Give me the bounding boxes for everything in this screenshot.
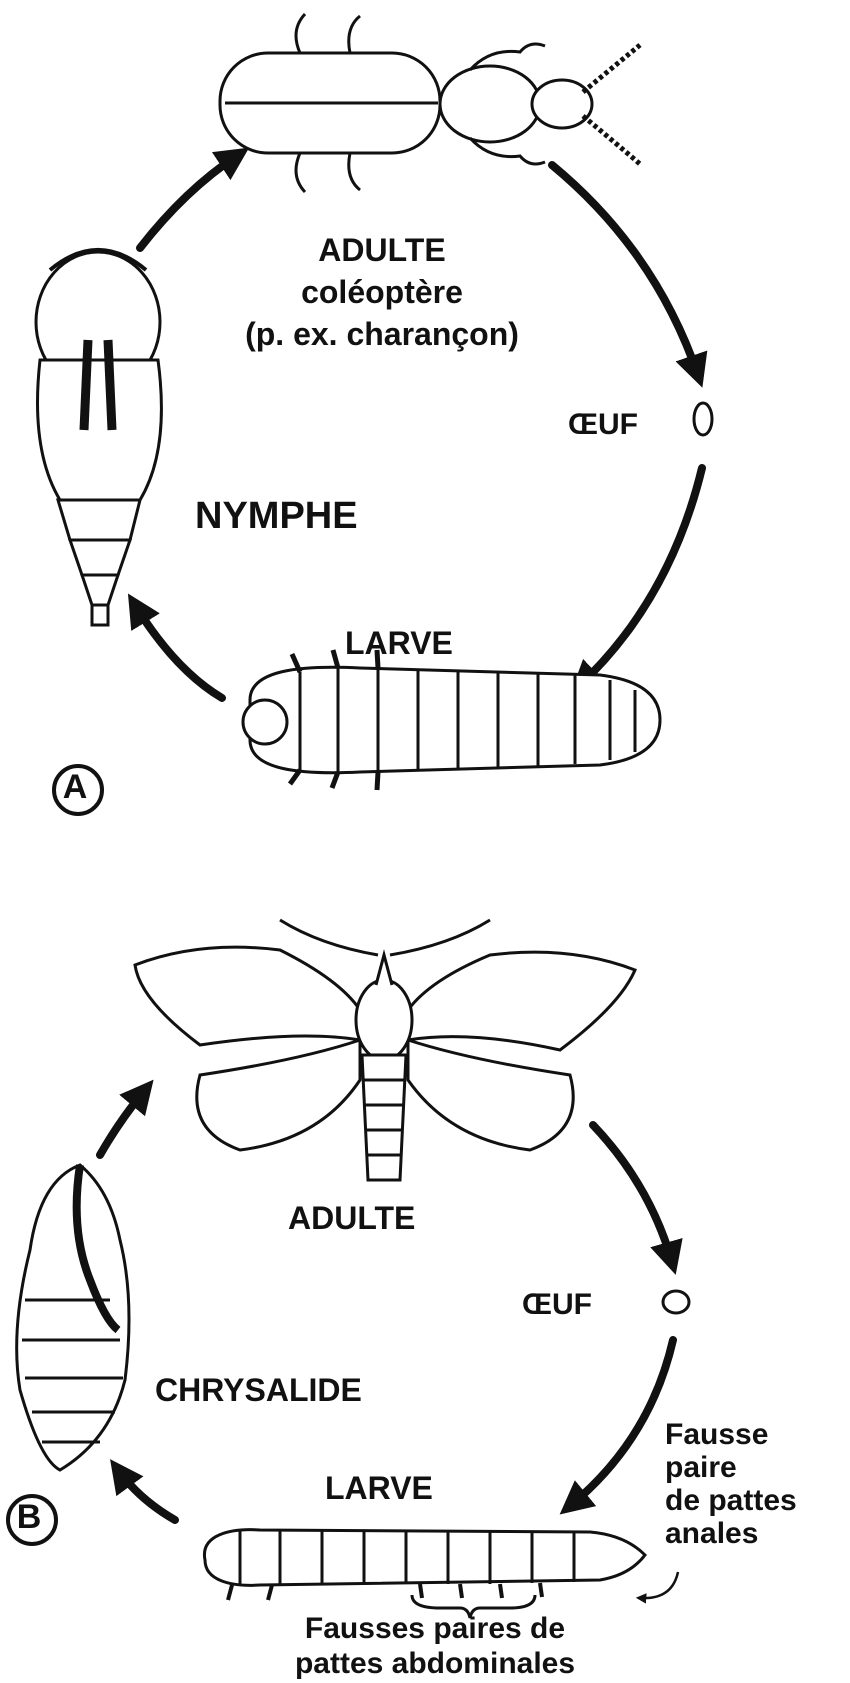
label-pupa-b: CHRYSALIDE	[155, 1372, 362, 1409]
caterpillar-icon	[204, 1530, 645, 1600]
arrow-adult-to-egg-a	[552, 165, 698, 375]
label-anal-prolegs-line-2: paire	[665, 1451, 797, 1484]
label-beetle-example: (p. ex. charançon)	[192, 316, 572, 353]
label-anal-prolegs: Fausse paire de pattes anales	[665, 1418, 797, 1550]
arrow-egg-to-larva-b	[570, 1340, 673, 1506]
moth-adult-icon	[135, 920, 635, 1180]
panel-a-letter: A	[53, 765, 97, 809]
label-anal-prolegs-line-1: Fausse	[665, 1418, 797, 1451]
label-anal-prolegs-line-4: anales	[665, 1517, 797, 1550]
beetle-pupa-icon	[36, 250, 161, 625]
arrow-egg-to-larva-a	[580, 468, 702, 685]
label-larva-a: LARVE	[345, 625, 453, 662]
beetle-egg-icon	[694, 403, 712, 435]
panel-b-letter: B	[7, 1495, 51, 1539]
label-abdominal-prolegs-line-2: pattes abdominales	[215, 1647, 655, 1682]
arrow-pupa-to-adult-a	[140, 155, 238, 248]
anal-prolegs-pointer	[640, 1572, 678, 1598]
label-egg-b: ŒUF	[522, 1288, 592, 1323]
chrysalis-icon	[17, 1165, 129, 1470]
arrow-pupa-to-adult-b	[100, 1090, 145, 1155]
label-anal-prolegs-line-3: de pattes	[665, 1484, 797, 1517]
arrow-larva-to-pupa-b	[118, 1470, 175, 1520]
label-abdominal-prolegs-line-1: Fausses paires de	[215, 1612, 655, 1647]
arrow-larva-to-pupa-a	[135, 605, 222, 698]
label-abdominal-prolegs: Fausses paires de pattes abdominales	[215, 1612, 655, 1681]
beetle-adult-icon	[220, 14, 640, 192]
label-adult-b: ADULTE	[288, 1200, 415, 1237]
label-larva-b: LARVE	[325, 1470, 433, 1507]
label-beetle-type: coléoptère	[222, 274, 542, 311]
label-egg-a: ŒUF	[568, 408, 638, 443]
moth-egg-icon	[663, 1291, 689, 1313]
label-adult-a: ADULTE	[272, 232, 492, 269]
arrow-adult-to-egg-b	[593, 1125, 672, 1262]
label-pupa-a: NYMPHE	[195, 495, 358, 539]
